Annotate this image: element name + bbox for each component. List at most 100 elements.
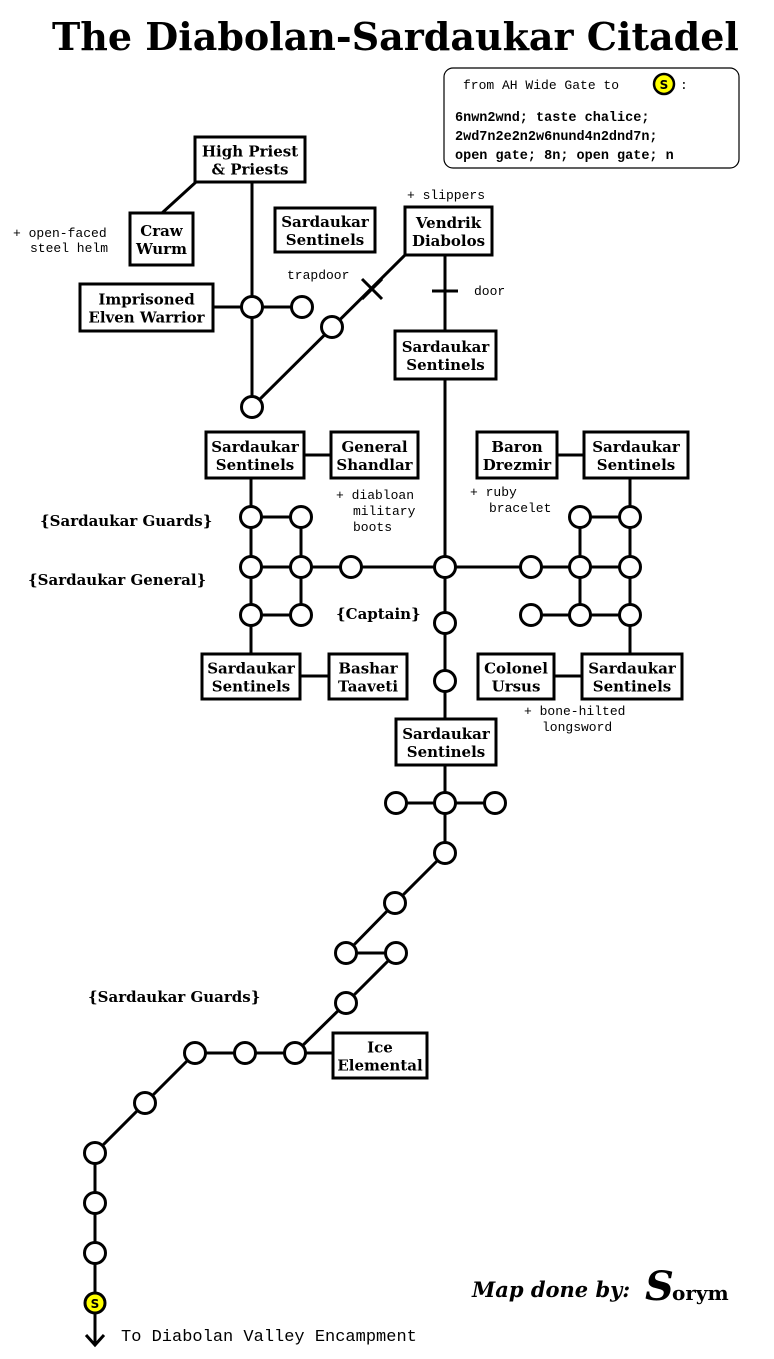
mob-guards-lower: {Sardaukar Guards}	[88, 988, 260, 1006]
room-node[interactable]	[289, 505, 313, 529]
room-node[interactable]	[383, 891, 407, 915]
room-node[interactable]	[240, 395, 264, 419]
room-node[interactable]	[334, 991, 358, 1015]
room-label: Elven Warrior	[88, 309, 205, 327]
room-node[interactable]	[433, 555, 457, 579]
start-node-letter: S	[91, 1297, 100, 1311]
item-boots-2: military	[353, 504, 416, 519]
route-box: from AH Wide Gate to S : 6nwn2wnd; taste…	[443, 67, 740, 169]
start-node	[83, 1291, 107, 1315]
item-boots-3: boots	[353, 520, 392, 535]
svg-text:S: S	[645, 1263, 674, 1310]
room-node[interactable]	[239, 505, 263, 529]
room-label: Ice	[367, 1039, 393, 1057]
route-line-1: 6nwn2wnd; taste chalice;	[455, 111, 649, 126]
item-helm-1: + open-faced	[13, 226, 107, 241]
room-node[interactable]	[289, 603, 313, 627]
room-boxes: High Priest& PriestsCrawWurmImprisonedEl…	[78, 135, 690, 1080]
door-label: door	[474, 284, 505, 299]
room-node[interactable]	[183, 1041, 207, 1065]
room-high-priest[interactable]: High Priest& Priests	[193, 135, 307, 184]
exit-label: To Diabolan Valley Encampment	[121, 1328, 417, 1347]
room-node[interactable]	[320, 315, 344, 339]
item-longsword-1: + bone-hilted	[524, 704, 625, 719]
signature-logo: S orym	[645, 1263, 729, 1310]
room-label: Colonel	[484, 660, 548, 678]
room-label: Sentinels	[593, 678, 672, 696]
room-label: Baron	[491, 438, 542, 456]
credit-label: Map done by:	[471, 1277, 630, 1302]
room-label: Sardaukar	[588, 660, 677, 678]
room-node[interactable]	[433, 669, 457, 693]
room-label: Sardaukar	[592, 438, 681, 456]
room-nodes	[83, 295, 642, 1265]
start-marker-icon	[652, 72, 676, 96]
room-node[interactable]	[483, 791, 507, 815]
room-node[interactable]	[618, 505, 642, 529]
room-label: Imprisoned	[98, 291, 195, 309]
room-node[interactable]	[384, 941, 408, 965]
room-label: Diabolos	[412, 232, 485, 250]
room-node[interactable]	[519, 555, 543, 579]
room-node[interactable]	[568, 603, 592, 627]
room-label: Sentinels	[597, 456, 676, 474]
room-label: General	[341, 438, 407, 456]
room-label: High Priest	[202, 143, 298, 161]
room-node[interactable]	[83, 1241, 107, 1265]
room-node[interactable]	[283, 1041, 307, 1065]
route-line-2: 2wd7n2e2n2w6nund4n2dnd7n;	[455, 130, 658, 145]
room-node[interactable]	[289, 555, 313, 579]
room-label: Sardaukar	[211, 438, 300, 456]
route-line-3: open gate; 8n; open gate; n	[455, 149, 674, 164]
room-node[interactable]	[568, 505, 592, 529]
room-node[interactable]	[240, 295, 264, 319]
room-label: Elemental	[337, 1057, 423, 1075]
room-node[interactable]	[618, 603, 642, 627]
room-node[interactable]	[339, 555, 363, 579]
connection-line	[160, 180, 198, 215]
room-node[interactable]	[83, 1141, 107, 1165]
room-node[interactable]	[83, 1191, 107, 1215]
room-label: Sardaukar	[402, 338, 491, 356]
room-node[interactable]	[239, 603, 263, 627]
room-node[interactable]	[233, 1041, 257, 1065]
room-label: Sentinels	[286, 231, 365, 249]
item-boots-1: + diabloan	[336, 488, 414, 503]
room-node[interactable]	[433, 611, 457, 635]
room-node[interactable]	[433, 791, 457, 815]
room-label: Taaveti	[338, 678, 398, 696]
room-node[interactable]	[568, 555, 592, 579]
room-node[interactable]	[334, 941, 358, 965]
room-node[interactable]	[239, 555, 263, 579]
route-colon: :	[680, 78, 688, 93]
room-node[interactable]	[618, 555, 642, 579]
room-node[interactable]	[433, 841, 457, 865]
room-label: & Priests	[211, 161, 288, 179]
room-node[interactable]	[384, 791, 408, 815]
room-node[interactable]	[290, 295, 314, 319]
exit-arrow-icon	[84, 1314, 106, 1348]
room-label: Sentinels	[406, 356, 485, 374]
room-node[interactable]	[133, 1091, 157, 1115]
route-header: from AH Wide Gate to	[463, 78, 619, 93]
room-label: Sentinels	[407, 743, 486, 761]
room-label: Vendrik	[415, 214, 482, 232]
room-node[interactable]	[519, 603, 543, 627]
room-label: Sentinels	[212, 678, 291, 696]
